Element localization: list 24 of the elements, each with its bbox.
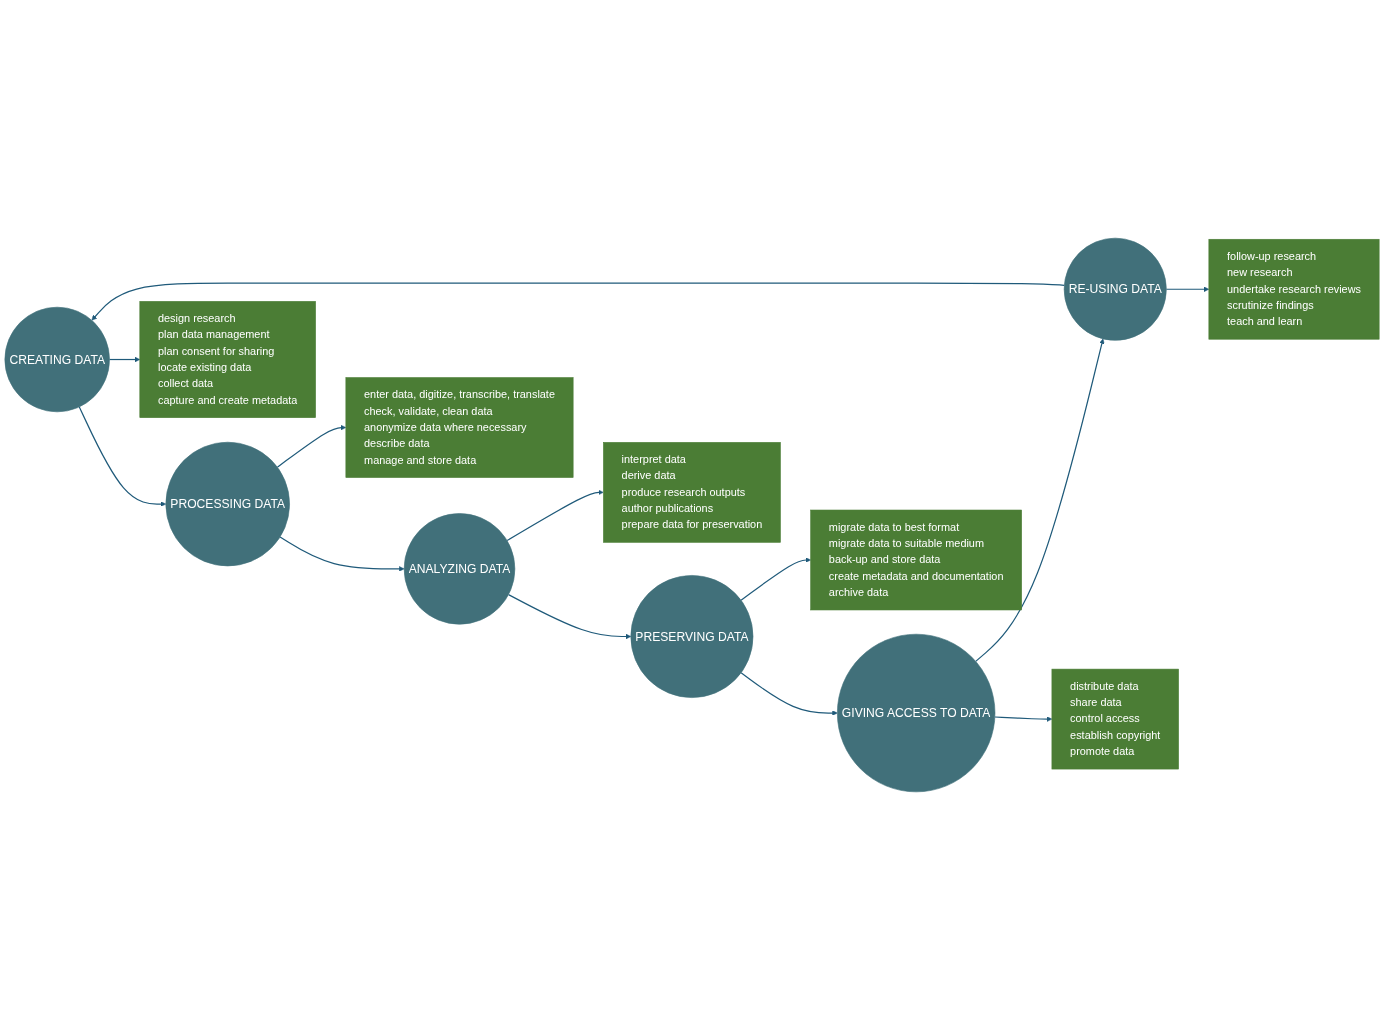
arrow [507, 594, 632, 640]
arrow [1165, 286, 1210, 292]
node-circle: PROCESSING DATA [165, 441, 290, 567]
arrow [279, 536, 405, 572]
node-box: migrate data to best format migrate data to suitable medium back-up and store data create metadata and documentation archive data [810, 509, 1022, 611]
node-circle: RE-USING DATA [1063, 237, 1167, 341]
arrow [78, 406, 167, 507]
arrow [91, 282, 1065, 321]
arrow [994, 716, 1053, 722]
node-circle: PRESERVING DATA [630, 575, 754, 698]
node-circle: GIVING ACCESS TO DATA [837, 633, 996, 793]
node-box: design research plan data management plan consent for sharing locate existing data collect data capture and create metadata [139, 301, 316, 418]
node-box: distribute data share data control access establish copyright promote data [1051, 668, 1179, 770]
arrow [506, 489, 604, 542]
node-box: interpret data derive data produce research outputs author publications prepare data for preservation [603, 442, 781, 543]
arrow [740, 672, 838, 716]
arrow [108, 356, 141, 363]
node-box: enter data, digitize, transcribe, translate check, validate, clean data anonymize data where necessary describe data manage and store data [345, 377, 574, 478]
arrow [740, 557, 811, 601]
node-circle: CREATING DATA [4, 306, 110, 413]
node-circle: ANALYZING DATA [403, 513, 516, 625]
arrow [975, 338, 1105, 662]
node-box: follow-up research new research undertake research reviews scrutinize findings teach and learn [1208, 238, 1380, 340]
arrow [276, 424, 347, 468]
